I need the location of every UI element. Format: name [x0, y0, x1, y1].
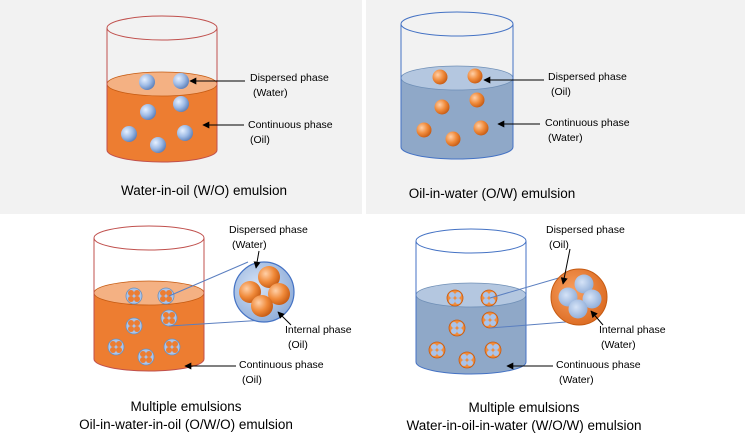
pointer-arrow: [560, 248, 571, 285]
multiple-droplet: [157, 287, 175, 305]
caption-wo: Water-in-oil (W/O) emulsion: [121, 183, 287, 198]
label-continuous-phase-sub: (Oil): [250, 134, 270, 146]
magnified-droplet-owo: [233, 261, 295, 323]
multiple-droplet: [480, 289, 498, 307]
panel-wo: Dispersed phase (Water) Continuous phase…: [106, 15, 333, 198]
oil-droplet: [434, 99, 450, 115]
oil-droplet: [416, 122, 432, 138]
caption-wow-title: Multiple emulsions: [468, 400, 579, 415]
multiple-droplet: [160, 309, 178, 327]
label-internal-phase-sub: (Water): [601, 339, 636, 351]
label-continuous-phase: Continuous phase: [248, 119, 333, 131]
beaker-ow: [400, 11, 514, 160]
label-internal-phase-sub: (Oil): [288, 339, 308, 351]
magnified-droplet-wow: [550, 268, 608, 326]
label-internal-phase: Internal phase: [285, 324, 352, 336]
oil-droplet: [469, 92, 485, 108]
caption-wow: Water-in-oil-in-water (W/O/W) emulsion: [406, 418, 641, 433]
pointer-arrow: [277, 311, 292, 326]
label-continuous-phase-sub: (Water): [548, 132, 583, 144]
label-dispersed-phase-sub: (Oil): [551, 86, 571, 98]
label-dispersed-phase: Dispersed phase: [250, 72, 329, 84]
multiple-droplet: [137, 348, 155, 366]
panel-owo: Dispersed phase (Water) Internal phase (…: [79, 224, 352, 432]
label-dispersed-phase: Dispersed phase: [546, 224, 625, 236]
pointer-arrow: [253, 250, 261, 269]
zoom-line: [489, 320, 579, 329]
water-droplet: [139, 74, 155, 90]
multiple-droplet: [446, 289, 464, 307]
label-continuous-phase: Continuous phase: [556, 359, 641, 371]
label-dispersed-phase-sub: (Water): [232, 239, 267, 251]
label-dispersed-phase-sub: (Oil): [549, 239, 569, 251]
multiple-droplet: [484, 341, 502, 359]
caption-ow: Oil-in-water (O/W) emulsion: [409, 186, 576, 201]
multiple-droplet: [163, 338, 181, 356]
oil-droplet: [445, 131, 461, 147]
multiple-droplet: [458, 351, 476, 369]
water-droplet: [173, 73, 189, 89]
label-continuous-phase: Continuous phase: [545, 117, 630, 129]
multiple-droplet: [428, 341, 446, 359]
multiple-droplet: [481, 311, 499, 329]
label-continuous-phase-sub: (Water): [559, 374, 594, 386]
panel-wow: Dispersed phase (Oil) Internal phase (Wa…: [406, 224, 665, 433]
multiple-droplet: [448, 319, 466, 337]
label-continuous-phase: Continuous phase: [239, 359, 324, 371]
oil-droplet: [473, 120, 489, 136]
label-continuous-phase-sub: (Oil): [242, 374, 262, 386]
label-dispersed-phase-sub: (Water): [253, 87, 288, 99]
caption-owo: Oil-in-water-in-oil (O/W/O) emulsion: [79, 417, 293, 432]
label-dispersed-phase: Dispersed phase: [548, 71, 627, 83]
label-dispersed-phase: Dispersed phase: [229, 224, 308, 236]
water-droplet: [173, 96, 189, 112]
water-droplet: [150, 137, 166, 153]
zoom-line: [489, 276, 563, 299]
zoom-line: [168, 319, 267, 327]
multiple-droplet: [125, 317, 143, 335]
pointer-arrow: [590, 310, 604, 326]
multiple-droplet: [107, 338, 125, 356]
water-droplet: [121, 126, 137, 142]
water-droplet: [140, 104, 156, 120]
water-droplet: [177, 125, 193, 141]
label-internal-phase: Internal phase: [599, 324, 666, 336]
multiple-droplet: [125, 287, 143, 305]
panel-ow: Dispersed phase (Oil) Continuous phase (…: [400, 11, 630, 201]
oil-droplet: [432, 69, 448, 85]
oil-droplet: [467, 68, 483, 84]
caption-owo-title: Multiple emulsions: [130, 399, 241, 414]
zoom-line: [168, 261, 249, 297]
